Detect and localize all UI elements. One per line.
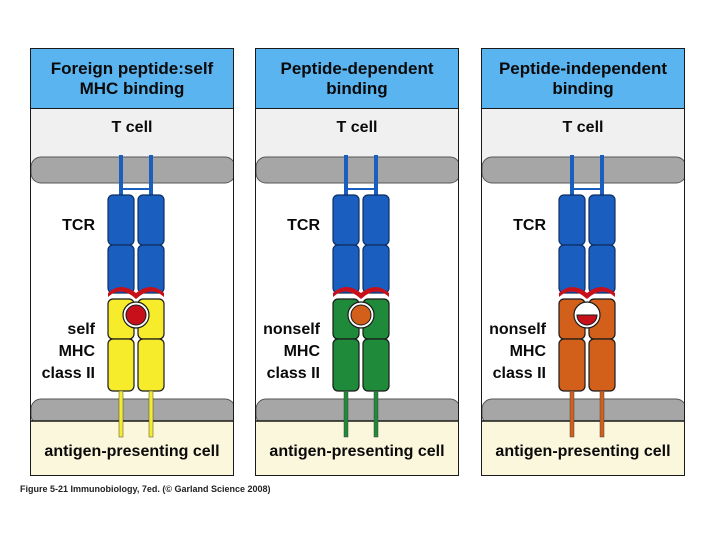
panel-title-text: Peptide-independent binding — [498, 58, 668, 98]
tcr-variable-domain-1 — [558, 244, 586, 294]
peptide — [576, 314, 598, 326]
peptide — [350, 304, 372, 326]
tcr-variable-domain-2 — [588, 244, 616, 294]
tcr-constant-domain-2 — [362, 194, 390, 246]
tcr-stalk-2 — [600, 155, 604, 195]
tcr-variable-domain-2 — [137, 244, 165, 294]
mhc-membrane-domain-1 — [107, 338, 135, 392]
tcr-variable-domain-2 — [362, 244, 390, 294]
tcr-stalk-1 — [344, 155, 348, 195]
tcr-variable-domain-1 — [107, 244, 135, 294]
tcr-constant-domain-1 — [107, 194, 135, 246]
contact-interface — [333, 287, 389, 299]
panel-artwork — [482, 109, 684, 475]
contact-interface — [108, 287, 164, 299]
tcr-constant-domain-2 — [588, 194, 616, 246]
panel-title: Peptide-dependent binding — [256, 49, 458, 109]
figure-caption: Figure 5-21 Immunobiology, 7ed. (© Garla… — [20, 484, 271, 494]
mhc-membrane-domain-2 — [588, 338, 616, 392]
mhc-stalk-2 — [599, 390, 605, 438]
panel-title: Foreign peptide:self MHC binding — [31, 49, 233, 109]
t-cell-label: T cell — [562, 119, 604, 136]
mhc-stalk-1 — [569, 390, 575, 438]
apc-label: antigen-presenting cell — [495, 443, 671, 460]
apc-region — [256, 421, 458, 475]
tcr-label: TCR — [287, 217, 320, 234]
apc-label: antigen-presenting cell — [269, 443, 445, 460]
figure-source: Immunobiology, 7ed. (© Garland Science 2… — [70, 484, 271, 494]
t-cell-membrane — [31, 156, 233, 184]
panel-title: Peptide-independent binding — [482, 49, 684, 109]
t-cell-label: T cell — [336, 119, 378, 136]
mhc-stalk-2 — [373, 390, 379, 438]
tcr-variable-domain-1 — [332, 244, 360, 294]
apc-region — [482, 421, 684, 475]
tcr-stalk-2 — [149, 155, 153, 195]
mhc-stalk-1 — [118, 390, 124, 438]
apc-region — [31, 421, 233, 475]
t-cell-membrane — [256, 156, 458, 184]
tcr-stalk-1 — [119, 155, 123, 195]
panel-artwork — [31, 109, 233, 475]
panel-title-text: Foreign peptide:self MHC binding — [50, 58, 214, 98]
t-cell-membrane — [482, 156, 684, 184]
panel-artwork — [256, 109, 458, 475]
mhc-label: nonself MHC class II — [489, 321, 546, 382]
apc-label: antigen-presenting cell — [44, 443, 220, 460]
tcr-stalk-1 — [570, 155, 574, 195]
panel-title-text: Peptide-dependent binding — [280, 58, 434, 98]
tcr-constant-domain-1 — [558, 194, 586, 246]
contact-interface — [559, 287, 615, 299]
tcr-constant-domain-1 — [332, 194, 360, 246]
figure-number: Figure 5-21 — [20, 484, 69, 494]
mhc-label: self MHC class II — [41, 321, 95, 382]
tcr-label: TCR — [513, 217, 546, 234]
mhc-membrane-domain-2 — [362, 338, 390, 392]
tcr-label: TCR — [62, 217, 95, 234]
mhc-membrane-domain-2 — [137, 338, 165, 392]
mhc-membrane-domain-1 — [558, 338, 586, 392]
t-cell-label: T cell — [111, 119, 153, 136]
mhc-label: nonself MHC class II — [263, 321, 320, 382]
mhc-stalk-1 — [343, 390, 349, 438]
mhc-membrane-domain-1 — [332, 338, 360, 392]
mhc-stalk-2 — [148, 390, 154, 438]
tcr-stalk-2 — [374, 155, 378, 195]
peptide — [125, 304, 147, 326]
tcr-constant-domain-2 — [137, 194, 165, 246]
